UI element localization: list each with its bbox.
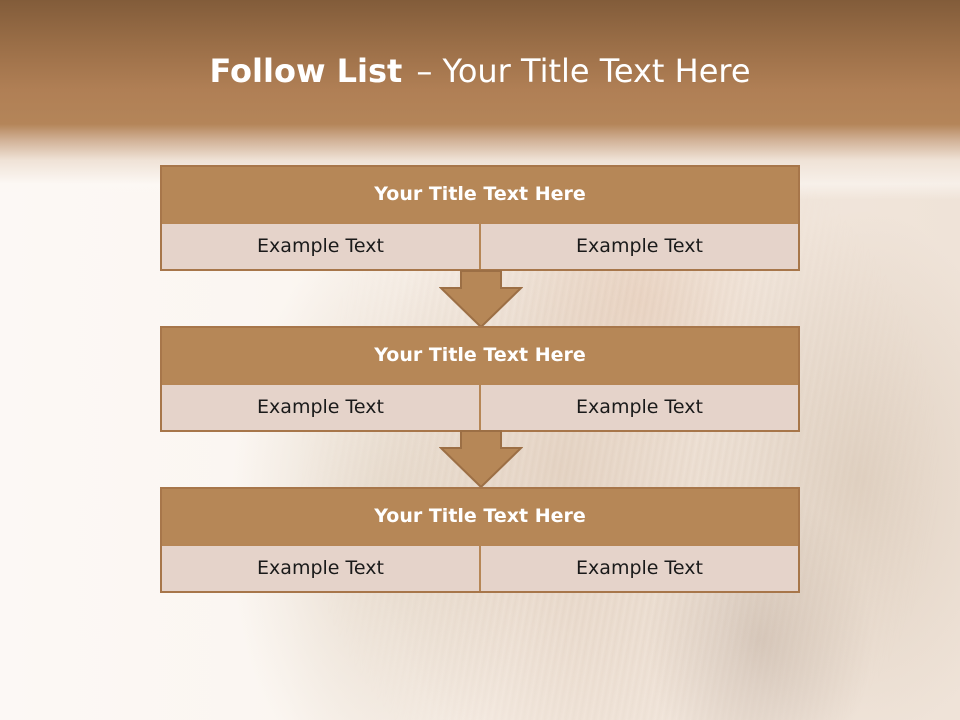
step-2-title: Your Title Text Here	[162, 328, 798, 383]
step-1-left-text: Example Text	[162, 224, 479, 269]
step-2-right-text: Example Text	[481, 385, 798, 430]
step-3-left-text: Example Text	[162, 546, 479, 591]
down-arrow-icon	[439, 270, 523, 328]
step-box-1: Your Title Text Here Example Text Exampl…	[160, 165, 800, 271]
step-box-2: Your Title Text Here Example Text Exampl…	[160, 326, 800, 432]
slide-title-rest: – Your Title Text Here	[416, 52, 751, 90]
slide-title: Follow List – Your Title Text Here	[0, 52, 960, 90]
step-2-left-text: Example Text	[162, 385, 479, 430]
step-1-title: Your Title Text Here	[162, 167, 798, 222]
step-box-3: Your Title Text Here Example Text Exampl…	[160, 487, 800, 593]
step-3-right-text: Example Text	[481, 546, 798, 591]
step-1-right-text: Example Text	[481, 224, 798, 269]
step-3-title: Your Title Text Here	[162, 489, 798, 544]
slide-title-bold: Follow List	[209, 52, 403, 90]
down-arrow-icon	[439, 430, 523, 488]
